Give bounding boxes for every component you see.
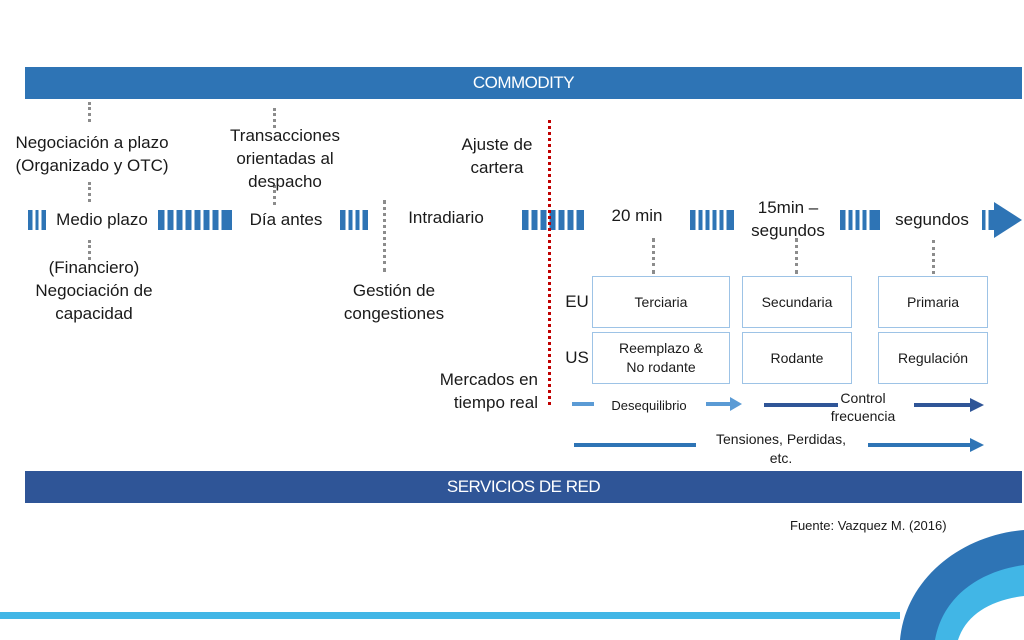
transacciones-line2: orientadas al xyxy=(236,149,334,168)
label-mercados-tiempo-real: Mercados en tiempo real xyxy=(430,368,538,414)
label-medio-plazo: Medio plazo xyxy=(56,210,148,229)
commodity-band: COMMODITY xyxy=(25,67,1022,99)
timeline-arrowhead xyxy=(994,202,1022,238)
box-primaria: Primaria xyxy=(878,276,988,328)
box-terciaria: Terciaria xyxy=(592,276,730,328)
box-regulacion: Regulación xyxy=(878,332,988,384)
dotted-connector xyxy=(652,238,655,274)
control-line2: frecuencia xyxy=(830,408,896,424)
servicios-red-label: SERVICIOS DE RED xyxy=(446,477,601,496)
negociacion-line2: (Organizado y OTC) xyxy=(15,156,169,175)
source-citation: Fuente: Vazquez M. (2016) xyxy=(790,518,947,533)
financiero-line1: (Financiero) xyxy=(48,258,140,277)
label-15min-line1: 15min – xyxy=(757,198,819,217)
label-gestion-congestiones: Gestión de congestiones xyxy=(334,279,454,325)
dotted-connector xyxy=(88,240,91,260)
label-intradiario: Intradiario xyxy=(408,208,484,227)
label-15min-segundos: 15min – segundos xyxy=(738,196,838,242)
label-financiero: (Financiero) Negociación de capacidad xyxy=(20,256,168,325)
label-dia-antes: Día antes xyxy=(249,210,323,229)
tensiones-line2: etc. xyxy=(769,450,793,466)
reemplazo-line1: Reemplazo & xyxy=(618,340,704,356)
region-eu: EU xyxy=(565,292,589,311)
realtime-divider xyxy=(548,120,551,405)
gestion-line2: congestiones xyxy=(343,304,445,323)
label-transacciones: Transacciones orientadas al despacho xyxy=(218,124,352,193)
servicios-red-band: SERVICIOS DE RED xyxy=(25,471,1022,503)
financiero-line2: Negociación de xyxy=(35,281,153,300)
commodity-label: COMMODITY xyxy=(472,73,575,92)
label-desequilibrio: Desequilibrio xyxy=(611,398,687,413)
box-reemplazo-no-rodante: Reemplazo & No rodante xyxy=(592,332,730,384)
dotted-connector xyxy=(932,240,935,274)
label-tensiones: Tensiones, Perdidas, etc. xyxy=(700,430,862,468)
mercados-line1: Mercados en xyxy=(439,370,538,389)
dotted-connector xyxy=(795,238,798,274)
gestion-line1: Gestión de xyxy=(352,281,436,300)
label-negociacion-plazo: Negociación a plazo (Organizado y OTC) xyxy=(6,131,178,177)
negociacion-line1: Negociación a plazo xyxy=(15,133,169,152)
box-rodante: Rodante xyxy=(742,332,852,384)
reemplazo-line2: No rodante xyxy=(626,359,696,375)
tensiones-line1: Tensiones, Perdidas, xyxy=(716,431,846,447)
label-20-min: 20 min xyxy=(611,206,663,225)
label-15min-line2: segundos xyxy=(751,221,825,240)
ajuste-line1: Ajuste de xyxy=(461,135,533,154)
ajuste-line2: cartera xyxy=(470,158,524,177)
mercados-line2: tiempo real xyxy=(453,393,538,412)
label-segundos: segundos xyxy=(895,210,969,229)
financiero-line3: capacidad xyxy=(55,304,133,323)
region-us: US xyxy=(565,348,589,367)
dotted-connector xyxy=(88,182,91,202)
dotted-connector xyxy=(273,108,276,128)
control-line1: Control xyxy=(840,390,886,406)
dotted-connector xyxy=(383,200,386,272)
transacciones-line1: Transacciones xyxy=(230,126,340,145)
dotted-connector xyxy=(88,102,91,122)
label-ajuste-cartera: Ajuste de cartera xyxy=(446,133,548,179)
box-secundaria: Secundaria xyxy=(742,276,852,328)
dotted-connector xyxy=(273,185,276,205)
label-control-frecuencia: Control frecuencia xyxy=(818,389,908,425)
transacciones-line3: despacho xyxy=(248,172,322,191)
timeline-block xyxy=(28,210,46,230)
